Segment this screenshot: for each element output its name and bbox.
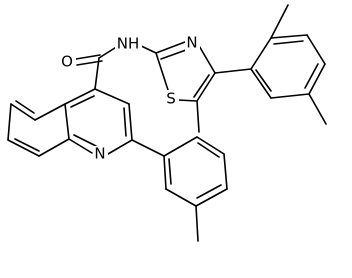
- aryl-bond-2-inner: [273, 40, 304, 45]
- aryl-bond-6-inner: [255, 69, 272, 92]
- carbonyl-oxygen-label: O: [61, 53, 73, 71]
- aryl-bond-6: [250, 68, 272, 99]
- tolyl-bond-6-inner: [168, 158, 172, 185]
- thiazole-nitrogen-label-background: [185, 34, 200, 51]
- benzo-bond-4-inner: [14, 138, 40, 152]
- aryl-bond-1: [250, 37, 272, 70]
- m-tolyl-ring: [131, 136, 228, 242]
- tolyl-bond-1: [163, 136, 198, 157]
- aryl-bond-4-inner: [304, 63, 319, 89]
- thiazole-c4-c5-bond: [196, 72, 216, 102]
- thiazole-c2-n3-bond: [155, 41, 186, 54]
- aryl-bond-3: [306, 34, 326, 65]
- quinoline-c8a-c4a-bond: [64, 103, 70, 140]
- dimethylphenyl-ring: [250, 4, 327, 125]
- tolyl-methyl-bond: [195, 205, 199, 242]
- quinoline-c4-c3-bond: [94, 88, 130, 105]
- benzo-bond-2-inner: [15, 100, 35, 114]
- benzo-bond-1: [34, 103, 66, 121]
- quinoline-c4a-c4-inner-bond: [70, 95, 95, 108]
- carbonyl-bond-1: [75, 54, 101, 60]
- thiazole-c5-s-bond: [177, 99, 198, 102]
- benzo-bond-5: [38, 138, 70, 157]
- thiazole-nitrogen-label: N: [186, 34, 197, 52]
- amide-c-n-bond: [98, 45, 119, 59]
- quinoline-c3-c2-inner-bond: [123, 107, 127, 137]
- tolyl-bond-4-inner: [196, 184, 222, 199]
- tolyl-bond-4: [195, 188, 228, 207]
- thiazole-sulfur-label-background: [165, 90, 179, 108]
- quinoline-c2-n1-bond: [107, 139, 133, 155]
- thiazole-methyl-bond: [196, 100, 200, 133]
- tolyl-bond-3: [223, 153, 228, 190]
- amide-nh-label-background: [115, 35, 142, 52]
- quinoline-nitrogen-label-background: [93, 146, 108, 163]
- atom-labels: O NH N S N: [60, 34, 200, 163]
- thiazole-sulfur-label: S: [166, 90, 176, 108]
- tolyl-bond-2-inner: [197, 142, 220, 158]
- thiazole-n3-c4-bond: [197, 43, 216, 74]
- aryl-bond-4: [308, 63, 326, 95]
- aryl-bond-5: [270, 93, 310, 99]
- oxygen-label-background: [60, 53, 76, 70]
- amide-nh-label: NH: [117, 35, 140, 53]
- benzo-bond-2: [10, 103, 36, 121]
- quinoline-c4a-c4-bond: [64, 88, 96, 105]
- tolyl-bond-6: [163, 155, 167, 190]
- benzo-bond-4: [7, 139, 40, 157]
- quinoline-pyridine-ring: [64, 88, 133, 155]
- benzo-bond-3: [7, 103, 12, 141]
- quinoline-n1-c8a-inner-bond: [73, 134, 97, 147]
- ortho-methyl-bond: [270, 4, 289, 39]
- thiazole-s-c2-bond: [155, 52, 169, 91]
- quinoline-benzo-ring: [7, 100, 70, 157]
- thiazole-c4-c5-double-bond: [193, 74, 210, 98]
- thiazole-to-aryl-bond: [214, 68, 252, 74]
- meta-methyl-bond: [308, 93, 327, 125]
- thiazole-c2-n3-double-bond: [160, 49, 187, 60]
- tolyl-bond-2: [196, 136, 225, 155]
- tolyl-bond-5: [165, 188, 197, 207]
- quinoline-n1-c8a-bond: [68, 138, 93, 154]
- quinoline-to-tolyl-bond: [131, 139, 165, 157]
- carbonyl-to-quinoline-bond: [94, 57, 100, 90]
- thiazole-ring: [155, 41, 252, 133]
- aryl-bond-2: [270, 34, 308, 39]
- quinoline-nitrogen-label: N: [94, 145, 105, 163]
- quinoline-c3-c2-bond: [128, 103, 133, 141]
